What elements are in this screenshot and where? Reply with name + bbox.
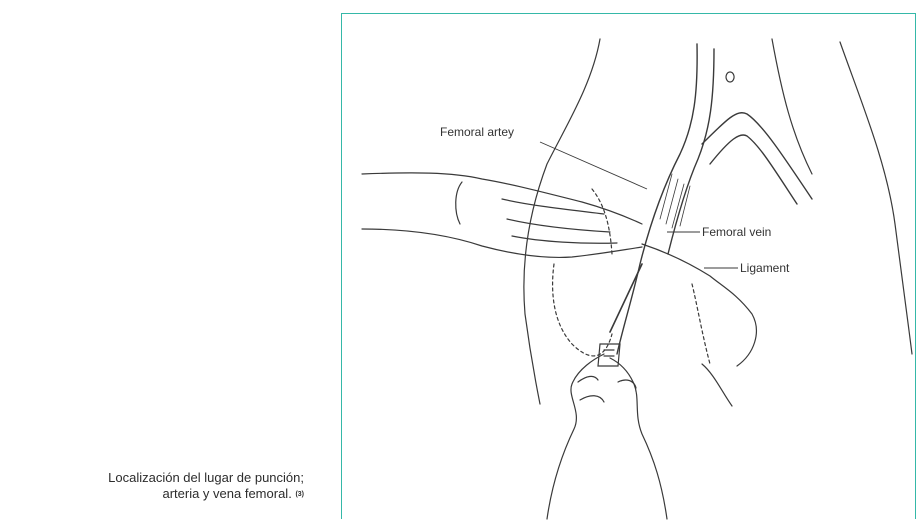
upper-hand-knuckles <box>456 182 462 224</box>
lower-hand-fingers <box>578 376 636 402</box>
femoral-puncture-illustration: Femoral artey Femoral vein Ligament <box>342 14 917 520</box>
dotted-region <box>553 264 612 356</box>
figure-caption: Localización del lugar de punción; arter… <box>108 470 304 502</box>
vessel-shading <box>660 174 690 228</box>
label-femoral-vein: Femoral vein <box>702 225 771 239</box>
upper-hand-fingers <box>502 199 617 243</box>
caption-line-2: arteria y vena femoral. (3) <box>108 486 304 502</box>
right-hip-outline <box>840 42 912 354</box>
needle <box>610 264 642 332</box>
lower-hand-outline <box>547 354 604 519</box>
anatomy-figure-frame: Femoral artey Femoral vein Ligament <box>341 13 916 519</box>
dotted-region-2 <box>592 189 612 254</box>
syringe-detail <box>604 350 614 356</box>
hip-bottom-curve <box>702 364 732 406</box>
ligament-lower <box>692 284 710 364</box>
abdomen-line <box>772 39 812 174</box>
caption-reference: (3) <box>295 491 304 498</box>
label-femoral-artery: Femoral artey <box>440 125 514 139</box>
navel-circle <box>726 72 734 82</box>
caption-line-2-text: arteria y vena femoral. <box>162 486 291 501</box>
iliac-vessel-outer <box>617 44 697 354</box>
iliac-branch-right-inner <box>710 135 797 204</box>
caption-line-1: Localización del lugar de punción; <box>108 470 304 486</box>
iliac-vessel-inner <box>668 49 714 254</box>
left-thigh-outline <box>524 39 600 404</box>
femoral-artery-leader <box>540 142 647 189</box>
iliac-branch-right <box>702 113 812 199</box>
label-ligament: Ligament <box>740 261 790 275</box>
